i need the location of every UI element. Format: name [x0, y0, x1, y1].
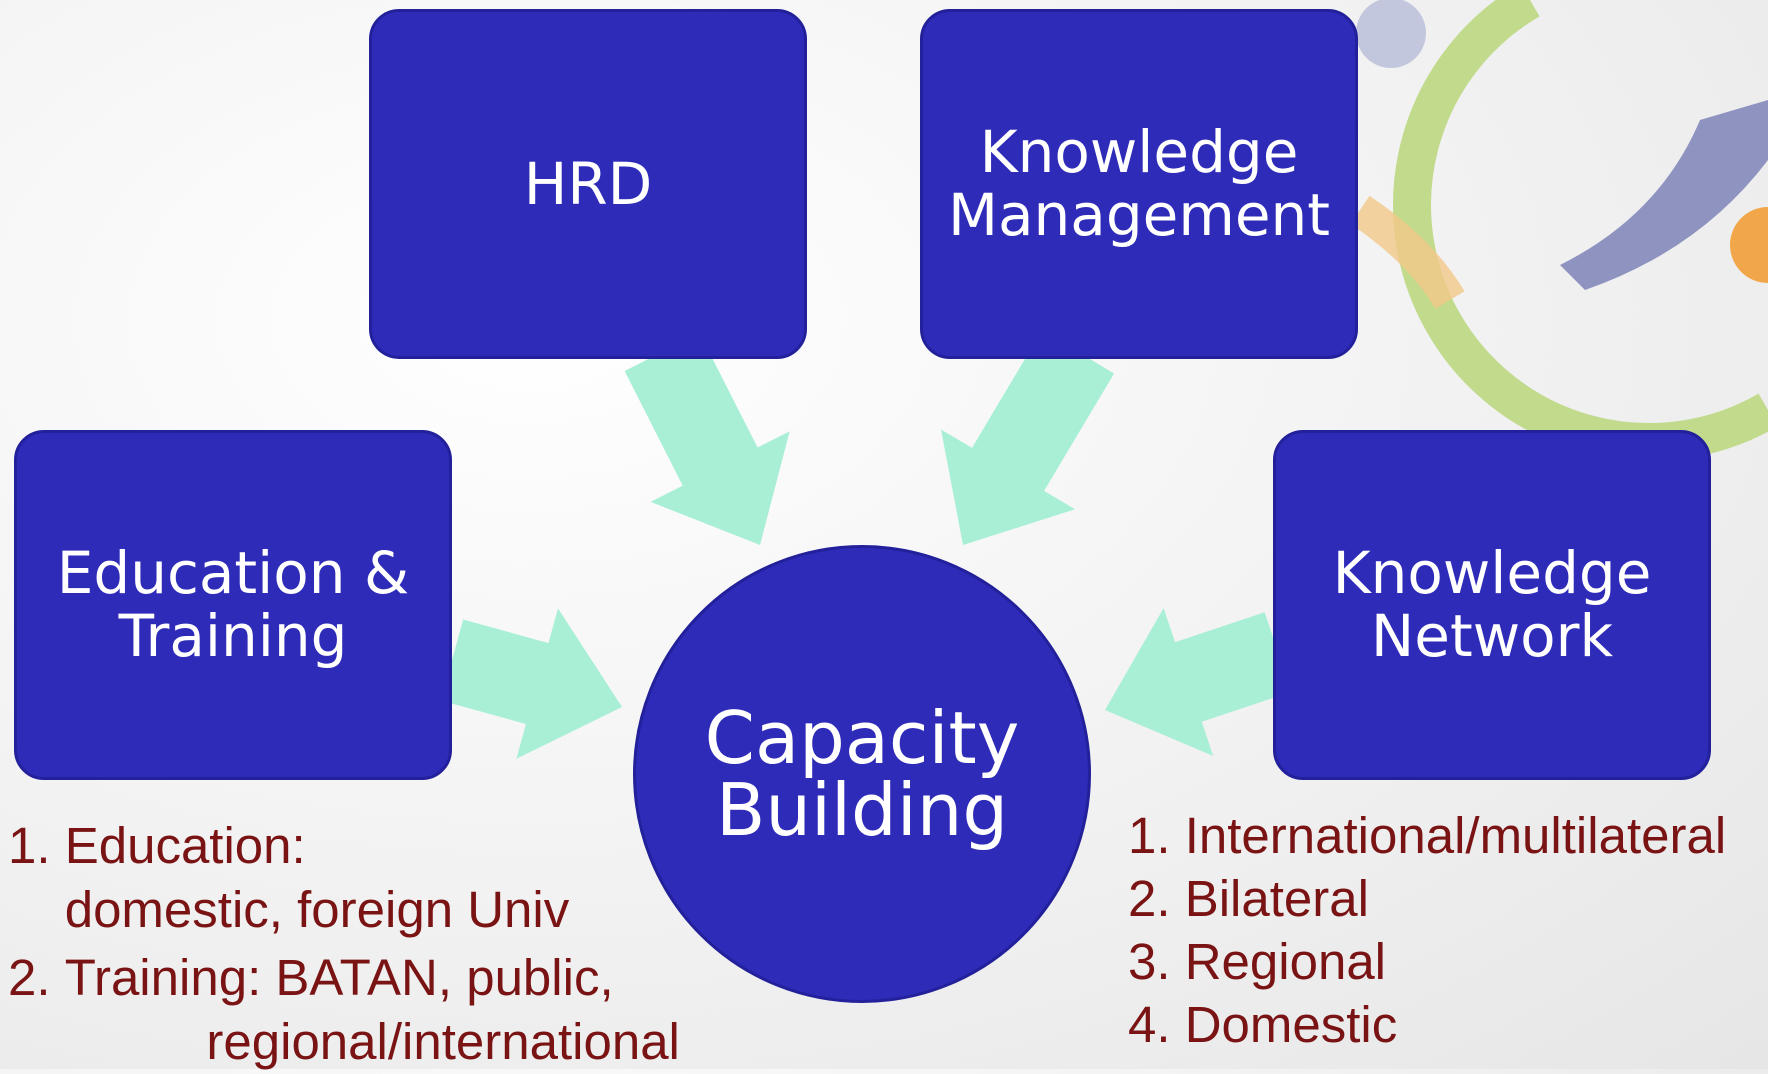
list-item-number: 3. — [1128, 933, 1185, 990]
list-item: 2. Training: BATAN, public, regional/int… — [8, 946, 680, 1074]
arrows-group — [440, 330, 1292, 759]
decor-orange-dot-icon — [1730, 207, 1768, 283]
list-item-number: 1. — [1128, 807, 1185, 864]
education-training-label: Education & Training — [56, 539, 410, 670]
arrow-knowledge-network-to-center — [1105, 608, 1292, 756]
arrow-education-training-to-center — [440, 608, 622, 759]
decor-dot-icon — [1356, 0, 1426, 68]
list-item: 2. Bilateral — [1128, 867, 1726, 930]
education-training-box: Education & Training — [14, 430, 452, 780]
capacity-building-label: Capacity Building — [704, 696, 1020, 852]
list-item-number: 4. — [1128, 996, 1185, 1053]
list-item-text: Bilateral — [1184, 870, 1369, 927]
arrow-knowledge-management-to-center — [941, 330, 1115, 545]
list-item-number: 2. — [1128, 870, 1185, 927]
hrd-label: HRD — [523, 149, 653, 218]
list-item-number: 1. — [8, 817, 65, 874]
list-item: 3. Regional — [1128, 930, 1726, 993]
knowledge-management-box: Knowledge Management — [920, 9, 1358, 359]
knowledge-network-list: 1. International/multilateral 2. Bilater… — [1128, 804, 1726, 1056]
education-training-list: 1. Education: domestic, foreign Univ 2. … — [8, 814, 680, 1074]
list-item-number: 2. — [8, 949, 65, 1006]
decor-orange-arc — [1350, 195, 1465, 309]
list-item: 1. Education: domestic, foreign Univ — [8, 814, 680, 942]
list-item: 1. International/multilateral — [1128, 804, 1726, 867]
hrd-box: HRD — [369, 9, 807, 359]
decor-slate-arc — [1560, 100, 1768, 290]
knowledge-management-label: Knowledge Management — [947, 118, 1331, 249]
knowledge-network-box: Knowledge Network — [1273, 430, 1711, 780]
list-item-text: Education: domestic, foreign Univ — [64, 817, 570, 938]
arrow-hrd-to-center — [624, 333, 790, 545]
list-item-text: Regional — [1184, 933, 1387, 990]
list-item-text: International/multilateral — [1184, 807, 1727, 864]
list-item-text: Domestic — [1184, 996, 1398, 1053]
knowledge-network-label: Knowledge Network — [1332, 539, 1652, 670]
list-item-text: Training: BATAN, public, regional/intern… — [64, 949, 680, 1070]
capacity-building-circle: Capacity Building — [633, 545, 1091, 1003]
list-item: 4. Domestic — [1128, 993, 1726, 1056]
